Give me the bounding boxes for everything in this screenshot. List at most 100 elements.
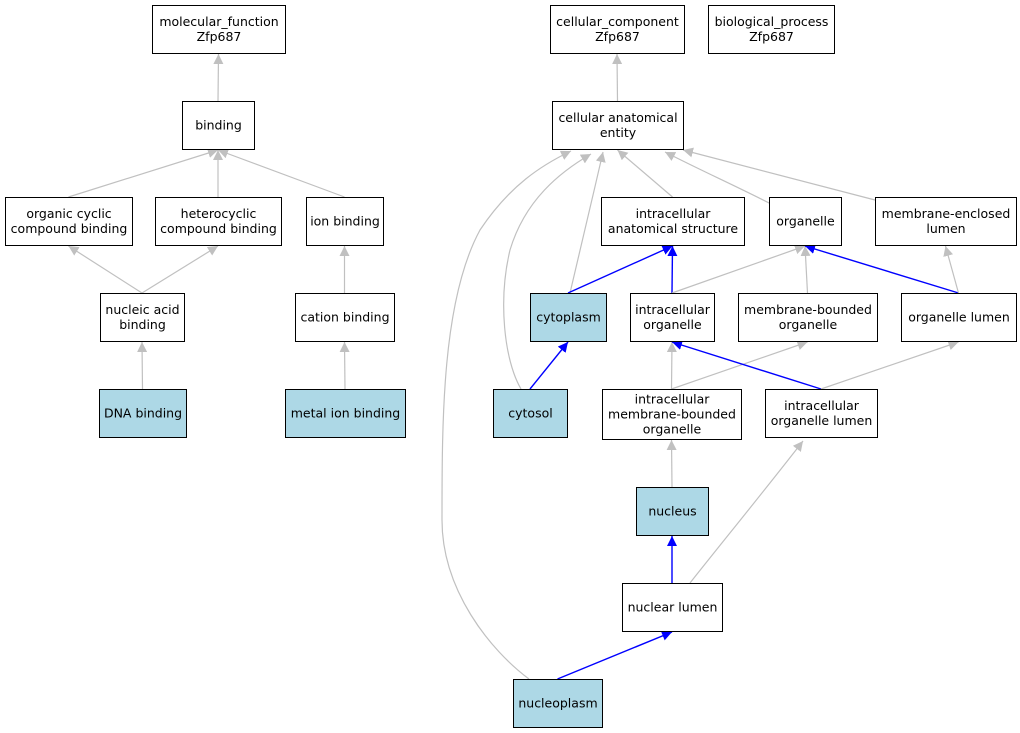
- node-nuclear-lumen[interactable]: nuclear lumen: [622, 583, 723, 632]
- node-label: nuclear lumen: [628, 600, 718, 615]
- edge-metal-ion-binding-to-cation-binding: [339, 341, 350, 390]
- edge-membrane-bounded-to-organelle: [800, 245, 811, 294]
- node-box: [622, 583, 723, 632]
- edge-membrane-enclosed-to-cellular-anatomical: [682, 147, 876, 201]
- node-box: [530, 293, 607, 342]
- node-label: Zfp687: [595, 29, 640, 44]
- edge-intracellular-membrane-bounded-to-membrane-bounded: [671, 340, 808, 390]
- node-box: [295, 293, 395, 342]
- node-metal-ion-binding[interactable]: metal ion binding: [285, 389, 406, 438]
- edge-intracellular-organelle-to-intracellular-anatomical: [667, 245, 678, 294]
- edge-intracellular-organelle-lumen-to-intracellular-organelle: [671, 340, 822, 390]
- edge-organelle-to-cellular-anatomical: [664, 151, 772, 205]
- edge-organelle-lumen-to-organelle: [804, 244, 959, 294]
- node-label: anatomical structure: [608, 221, 738, 236]
- node-label: Zfp687: [197, 29, 242, 44]
- node-label: binding: [119, 317, 166, 332]
- edges-layer: [68, 53, 960, 680]
- node-label: binding: [195, 118, 242, 133]
- edge-intracellular-organelle-to-organelle: [671, 244, 806, 294]
- node-ion-binding[interactable]: ion binding: [306, 197, 384, 246]
- node-box: [285, 389, 406, 438]
- node-label: cytoplasm: [536, 310, 601, 325]
- node-cytoplasm[interactable]: cytoplasm: [530, 293, 607, 342]
- node-box: [493, 389, 568, 438]
- node-label: molecular_function: [159, 14, 278, 29]
- node-box: [99, 389, 187, 438]
- node-box: [602, 389, 742, 440]
- node-label: entity: [600, 125, 637, 140]
- node-label: biological_process: [715, 14, 829, 29]
- node-label: compound binding: [11, 221, 128, 236]
- node-dna-binding[interactable]: DNA binding: [99, 389, 187, 438]
- node-box: [182, 101, 255, 150]
- node-label: heterocyclic: [181, 206, 257, 221]
- edge-binding-to-molecular-function: [213, 53, 224, 102]
- edge-nucleic-acid-to-heterocyclic: [141, 245, 219, 294]
- node-nucleoplasm[interactable]: nucleoplasm: [513, 679, 603, 728]
- edge-organic-cyclic-to-binding: [68, 148, 219, 198]
- edge-cellular-anatomical-to-cellular-component: [612, 53, 623, 102]
- edge-nucleoplasm-to-cellular-anatomical: [441, 150, 572, 680]
- node-label: organelle lumen: [908, 310, 1010, 325]
- node-label: Zfp687: [749, 29, 794, 44]
- node-nucleus[interactable]: nucleus: [636, 487, 709, 536]
- node-label: ion binding: [310, 214, 380, 229]
- node-label: intracellular: [784, 398, 860, 413]
- node-label: cytosol: [508, 406, 552, 421]
- node-label: membrane-enclosed: [882, 206, 1011, 221]
- node-box: [306, 197, 384, 246]
- node-label: membrane-bounded: [608, 407, 736, 422]
- node-box: [550, 5, 685, 54]
- node-label: intracellular: [635, 392, 711, 407]
- node-box: [738, 293, 878, 342]
- node-label: membrane-bounded: [744, 302, 872, 317]
- node-binding[interactable]: binding: [182, 101, 255, 150]
- edge-nuclear-lumen-to-intracellular-organelle-lumen: [689, 440, 804, 584]
- node-box: [100, 293, 185, 342]
- node-cation-binding[interactable]: cation binding: [295, 293, 395, 342]
- node-box: [630, 293, 715, 342]
- edge-intracellular-organelle-lumen-to-organelle-lumen: [820, 340, 959, 390]
- node-label: organelle: [779, 317, 838, 332]
- node-label: lumen: [926, 221, 965, 236]
- node-cytosol[interactable]: cytosol: [493, 389, 568, 438]
- node-label: intracellular: [635, 302, 711, 317]
- node-label: nucleoplasm: [518, 696, 597, 711]
- edge-dna-binding-to-nucleic-acid: [137, 341, 148, 390]
- node-box: [5, 197, 133, 246]
- node-box: [875, 197, 1017, 246]
- node-box: [601, 197, 745, 246]
- node-organelle-lumen[interactable]: organelle lumen: [901, 293, 1017, 342]
- node-box: [769, 197, 842, 246]
- node-label: nucleic acid: [105, 302, 179, 317]
- node-box: [901, 293, 1017, 342]
- edge-nucleoplasm-to-nuclear-lumen: [557, 631, 673, 680]
- edge-intracellular-anatomical-to-cellular-anatomical: [617, 149, 673, 198]
- node-box: [765, 389, 878, 438]
- node-label: nucleus: [648, 504, 696, 519]
- node-label: organelle: [643, 317, 702, 332]
- edge-cytoplasm-to-intracellular-anatomical: [567, 245, 673, 294]
- edge-nucleic-acid-to-organic-cyclic: [68, 245, 143, 294]
- node-label: compound binding: [160, 221, 277, 236]
- node-label: organic cyclic: [26, 206, 111, 221]
- node-box: [636, 487, 709, 536]
- node-organelle[interactable]: organelle: [769, 197, 842, 246]
- edge-cytosol-to-cytoplasm: [529, 341, 569, 390]
- node-label: cation binding: [300, 310, 389, 325]
